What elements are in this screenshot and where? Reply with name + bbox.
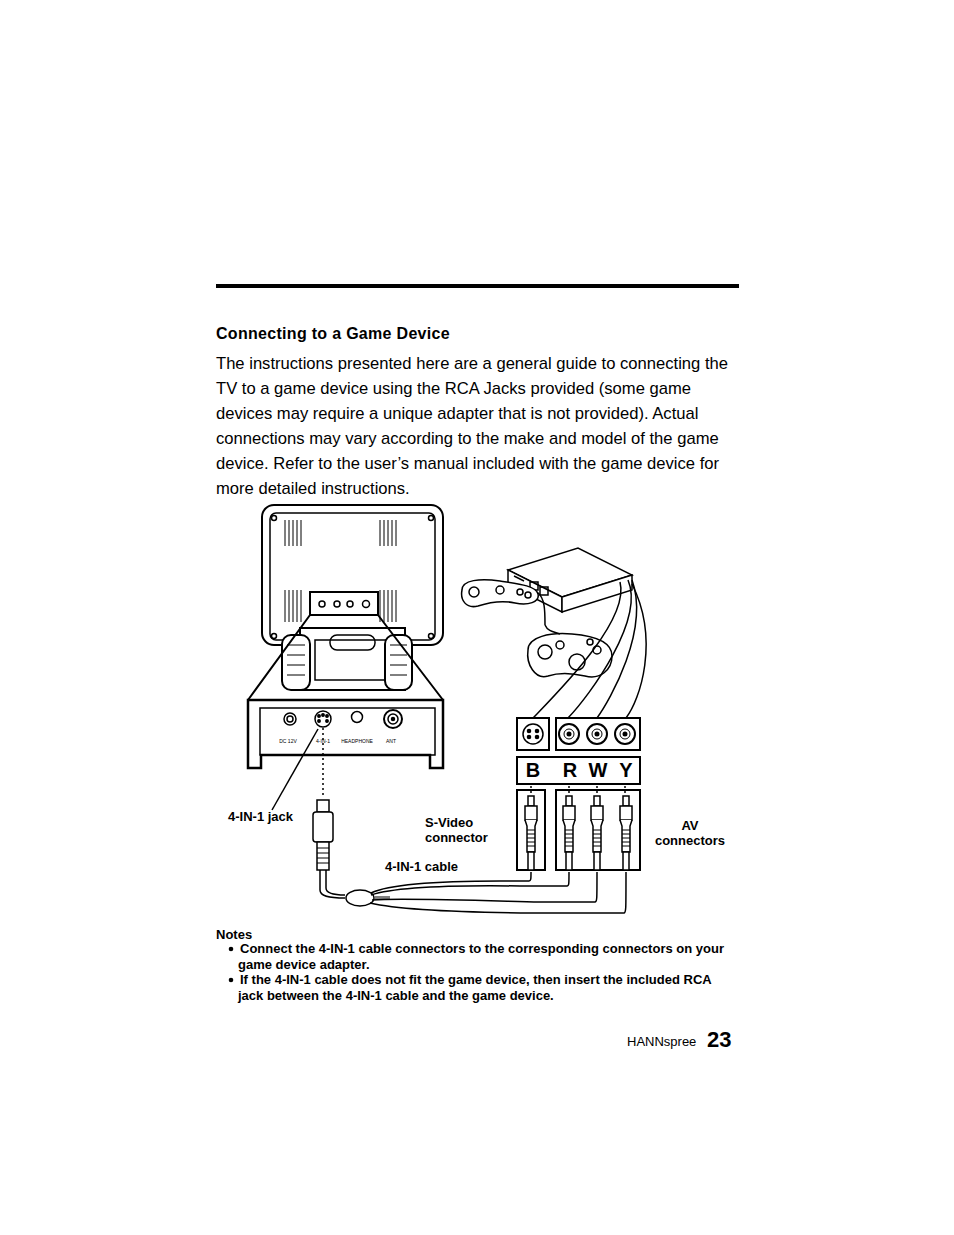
callout-label: 4-IN-1 jack [228,809,318,824]
jack-label: HEADPHONE [337,738,377,744]
rule [216,284,739,288]
color-letter: Y [615,758,637,783]
jack-panel [248,700,443,768]
color-code-box: BRWY [516,756,641,785]
jack-label: ANT [381,738,401,744]
body-text: The instructions presented here are a ge… [216,351,742,501]
jack-boxes [517,718,640,750]
page-number: 23 [707,1027,747,1053]
color-letter: R [560,758,580,783]
four-in-one-plug [313,800,345,898]
title: Connecting to a Game Device [216,325,450,343]
jack-label: 4-IN-1 [308,738,338,744]
callout-label: S-Video connector [425,815,501,845]
bullet [229,978,234,983]
brand-logo: HANNspree [627,1034,707,1049]
color-letter: W [587,758,609,783]
game-controller [462,580,612,677]
color-letter: B [521,758,545,783]
jack-label: DC 12V [273,738,303,744]
tv-back [248,505,443,700]
callout-label: 4-IN-1 cable [385,859,485,874]
note-text: Connect the 4-IN-1 cable connectors to t… [238,941,738,972]
note-text: If the 4-IN-1 cable does not fit the gam… [238,972,738,1003]
plug-boxes [517,786,640,870]
notes-heading: Notes [216,927,296,942]
rca-plugs [525,796,632,870]
splitter-cable [346,872,626,913]
bullet [229,947,234,952]
console-cables [533,580,646,718]
callout-label: AV connectors [648,818,732,848]
leader-line [272,729,318,810]
